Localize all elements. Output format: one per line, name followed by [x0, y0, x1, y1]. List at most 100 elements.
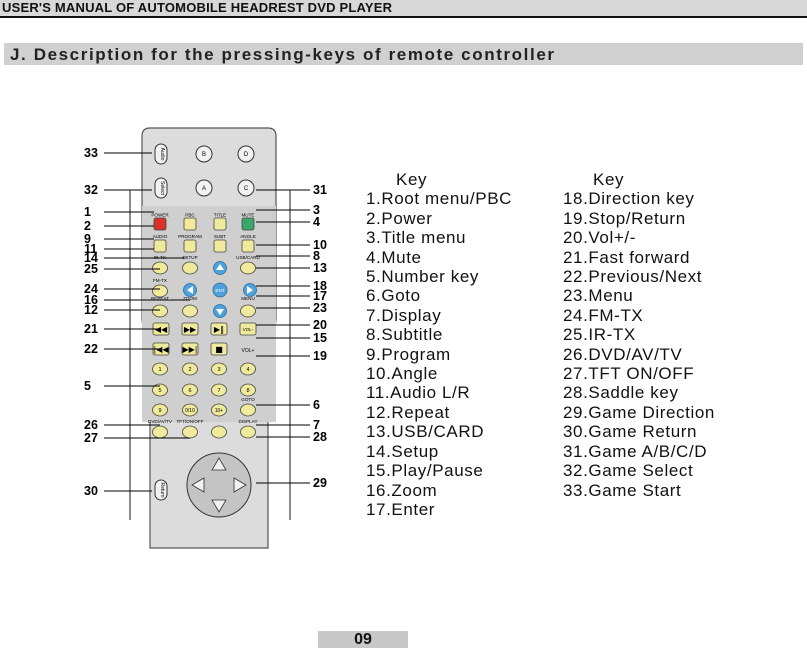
callout-right-18: 18: [313, 279, 327, 293]
tft-on-off-key: [182, 425, 198, 439]
down-arrow-icon: [216, 309, 224, 315]
number-key: [182, 362, 198, 376]
key-list-left-item: 4.Mute: [366, 247, 422, 267]
up-arrow-icon: [216, 264, 224, 270]
key-list-right-item: 28.Saddle key: [563, 383, 679, 403]
usb-card-key-label: USB/CARD: [236, 255, 260, 260]
audio-lr-key-label: AUDIO: [153, 234, 168, 239]
callout-right-4: 4: [313, 215, 320, 229]
right-arrow-icon: [247, 286, 253, 294]
play-pause-key: [210, 322, 228, 336]
number-key-label: 9: [158, 408, 161, 414]
display-key-label: DISPLAY: [238, 419, 257, 424]
game-button-b: [195, 145, 213, 163]
callout-left-22: 22: [84, 342, 98, 356]
callout-left-5: 5: [84, 379, 91, 393]
key-list-left-item: 5.Number key: [366, 267, 480, 287]
next-key-icon: ▶▶|: [183, 345, 198, 354]
callout-left-25: 25: [84, 262, 98, 276]
callout-right-8: 8: [313, 249, 320, 263]
zero-ten-label: 0/10: [185, 408, 195, 414]
callout-left-33: 33: [84, 146, 98, 160]
game-button-a: [195, 179, 213, 197]
key-list-right-item: 21.Fast forward: [563, 247, 691, 267]
number-key: [211, 383, 227, 397]
key-list-right-item: 18.Direction key: [563, 189, 695, 209]
key-list-right-heading: Key: [593, 170, 625, 189]
callout-right-15: 15: [313, 331, 327, 345]
ir-tx-key: [152, 261, 168, 275]
subt-key: [213, 239, 227, 253]
game-return-button: [154, 479, 168, 501]
left-arrow-icon: [187, 286, 193, 294]
callout-right-19: 19: [313, 349, 327, 363]
program-key-label: PROGRAM: [178, 234, 202, 239]
callout-right-3: 3: [313, 203, 320, 217]
enter-key: [212, 282, 228, 298]
stop-key-icon: ■: [215, 345, 223, 354]
key-list-left-item: 7.Display: [366, 305, 442, 325]
manual-title: USER'S MANUAL OF AUTOMOBILE HEADREST DVD…: [2, 0, 393, 15]
callout-left-11: 11: [84, 242, 97, 256]
callout-right-13: 13: [313, 261, 327, 275]
repeat-key-label: REPEAT: [151, 296, 169, 301]
callout-left-30: 30: [84, 484, 98, 498]
number-key-label: 3: [217, 367, 220, 373]
key-list-left-item: 10.Angle: [366, 364, 438, 384]
page-header: USER'S MANUAL OF AUTOMOBILE HEADREST DVD…: [0, 0, 807, 18]
pbc-key: [183, 217, 197, 231]
game-select-button-label: Select: [159, 181, 165, 196]
key-list-left-item: 17.Enter: [366, 499, 436, 519]
fast-forward-key-icon: ▶▶: [184, 325, 197, 334]
callout-right-23: 23: [313, 301, 327, 315]
angle-key: [241, 239, 255, 253]
game-direction-pad: [186, 452, 252, 518]
goto-key-label: GOTO: [241, 397, 255, 402]
key-list-right-item: 32.Game Select: [563, 461, 694, 481]
ten-plus-key: [211, 403, 227, 417]
number-key: [240, 362, 256, 376]
number-key: [240, 383, 256, 397]
power-key: [153, 217, 167, 231]
vol-minus-key: [239, 322, 257, 336]
key-list-left-item: 3.Title menu: [366, 228, 467, 248]
key-list-right-item: 25.IR-TX: [563, 325, 636, 345]
game-button-label: A: [202, 186, 206, 192]
callout-left-1: 1: [84, 205, 91, 219]
game-select-button: [154, 177, 168, 199]
key-list-right-item: 22.Previous/Next: [563, 267, 703, 287]
callout-left-16: 16: [84, 293, 98, 307]
enter-key-label: ENT: [215, 288, 224, 293]
page-number: 09: [318, 631, 408, 648]
menu-key-label: MENU: [241, 296, 255, 301]
callout-left-9: 9: [84, 232, 91, 246]
key-list-right-item: 20.Vol+/-: [563, 228, 636, 248]
callout-left-26: 26: [84, 418, 98, 432]
fm-tx-key: [152, 284, 168, 298]
callout-left-14: 14: [84, 251, 98, 265]
number-key-label: 4: [246, 367, 249, 373]
callout-left-2: 2: [84, 219, 91, 233]
goto-key: [240, 403, 256, 417]
key-list-right-item: 29.Game Direction: [563, 402, 715, 422]
callout-right-29: 29: [313, 476, 327, 490]
callout-right-7: 7: [313, 418, 320, 432]
callout-left-24: 24: [84, 282, 98, 296]
tft-on-off-key-label: TFT/ON/OFF: [176, 419, 203, 424]
game-left-icon: [191, 477, 205, 493]
number-key-label: 2: [188, 367, 191, 373]
key-list-left-item: 13.USB/CARD: [366, 422, 485, 442]
callout-left-12: 12: [84, 303, 98, 317]
number-key: [152, 403, 168, 417]
dvd-av-tv-key: [152, 425, 168, 439]
key-list-left-item: 14.Setup: [366, 441, 439, 461]
mute-key-label: MUTE: [241, 213, 254, 218]
key-list-right-item: 33.Game Start: [563, 480, 682, 500]
power-key-label: POWER: [151, 213, 169, 218]
ten-plus-label: 10+: [215, 408, 224, 414]
zoom-key: [182, 304, 198, 318]
pbc-key-label: PBC: [185, 213, 195, 218]
callout-left-21: 21: [84, 322, 98, 336]
program-key: [183, 239, 197, 253]
title-key: [213, 217, 227, 231]
